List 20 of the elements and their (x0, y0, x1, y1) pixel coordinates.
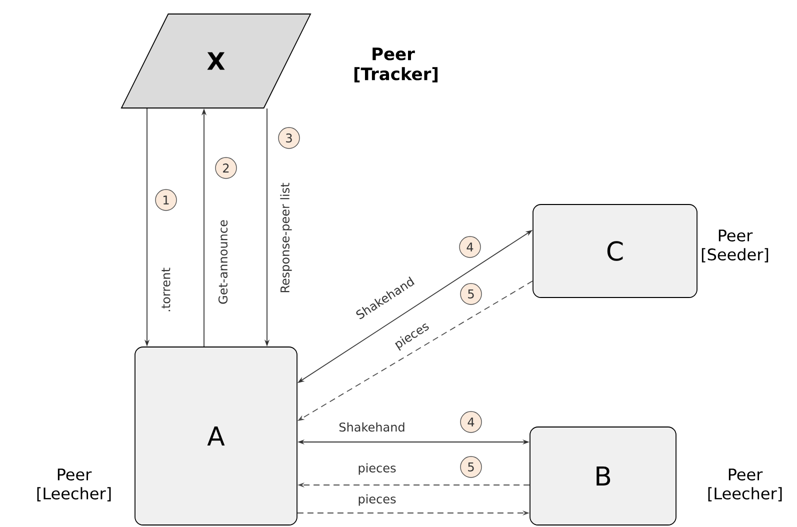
callout-number: 5 (460, 283, 482, 305)
peer-role-label: Peer [Leecher] (708, 468, 782, 502)
peer-box: C (532, 204, 698, 298)
peer-box: A (134, 346, 298, 526)
edge-label: Response-peer list (280, 182, 292, 292)
edge-label: Get-announce (218, 220, 228, 304)
callout-number: 2 (215, 157, 237, 179)
peer-role-label: Peer [Seeder] (702, 230, 768, 262)
edge-label: .torrent (162, 268, 170, 312)
edge-label: pieces (358, 463, 396, 475)
callout-number: 4 (460, 411, 482, 433)
edge-label: pieces (358, 494, 396, 506)
callout-number: 3 (278, 127, 300, 149)
peer-box: B (530, 426, 676, 526)
callout-number: 4 (459, 236, 481, 258)
edge-label: Shakehand (339, 422, 404, 432)
peer-role-label: Peer [Tracker] (354, 48, 438, 82)
callout-number: 5 (460, 456, 482, 478)
peer-role-label: Peer [Leecher] (37, 468, 111, 502)
callout-number: 1 (155, 189, 177, 211)
